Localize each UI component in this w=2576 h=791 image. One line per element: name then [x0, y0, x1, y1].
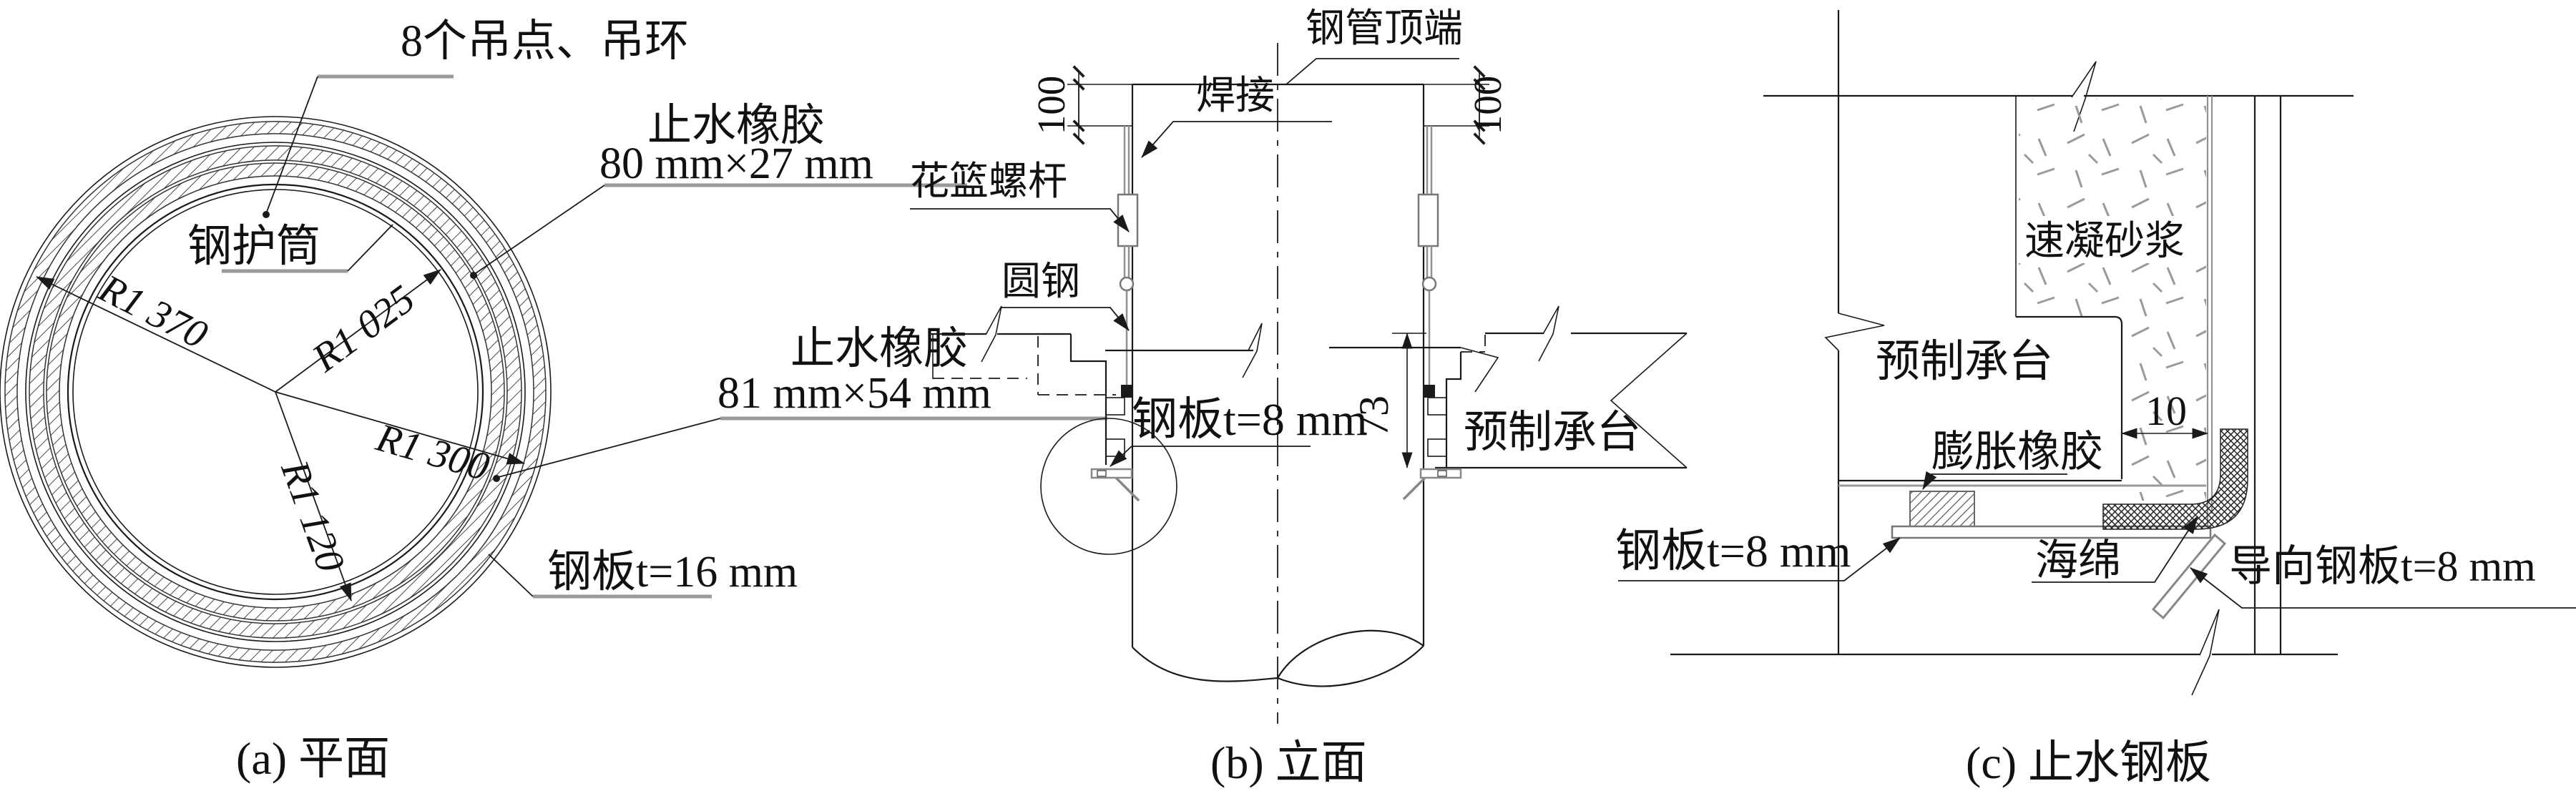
radius-line-r1120	[275, 391, 352, 601]
radius-label-r1025: R1 025	[304, 277, 423, 381]
dim-10-text: 10	[2145, 388, 2187, 434]
expansion-rubber-block	[1909, 491, 1975, 528]
rubber1-name-label: 止水橡胶	[647, 102, 825, 150]
panel-b-elevation: 100 100 钢管顶端 焊接 花篮螺杆 圆钢	[910, 6, 1688, 788]
pipe-top-leader	[1285, 58, 1459, 85]
turnbuckle-right	[1417, 126, 1439, 385]
corner-plate-right-sq	[1437, 470, 1447, 477]
guide-plate-label: 导向钢板t=8 mm	[2229, 543, 2536, 590]
pipe-top-label: 钢管顶端	[1306, 6, 1463, 50]
mortar-label-bg	[2019, 216, 2209, 263]
cap-right-edge-break	[1610, 333, 1688, 468]
lift-points-leader	[266, 76, 318, 212]
cap-right-break	[1538, 305, 1559, 362]
lift-points-label: 8个吊点、吊环	[401, 17, 689, 66]
rubber1-size-label: 80 mm×27 mm	[599, 139, 873, 188]
corner-plate-left-sq	[1097, 470, 1107, 477]
guide-plate-leader	[2190, 567, 2576, 609]
sponge-leader	[2032, 516, 2198, 583]
corner-plate-left-diag	[1115, 476, 1140, 502]
plate16-label: 钢板t=16 mm	[547, 548, 798, 596]
rubber2-name-label: 止水橡胶	[790, 325, 968, 373]
plate16-leader	[488, 554, 534, 597]
cap-right-tooth-1	[1427, 397, 1447, 416]
plate8-leader-b	[1110, 446, 1311, 467]
weld-leader	[1141, 121, 1332, 158]
cap-left-break	[981, 305, 1002, 363]
dim-73-text: 73	[1351, 396, 1397, 437]
cap-inner-break-right	[1460, 347, 1499, 393]
mortar-speckles	[2019, 99, 2206, 501]
detail-circle	[1040, 418, 1177, 555]
cap-left-face	[1069, 334, 1107, 465]
dim-100-left-text: 100	[1029, 76, 1073, 135]
radius-line-r1300	[275, 391, 526, 465]
plate8-label-b: 钢板t=8 mm	[1132, 394, 1367, 445]
radius-line-r1370	[36, 276, 276, 393]
rubber2-leader	[498, 418, 721, 478]
casing-label: 钢护筒	[187, 222, 320, 271]
rubber-ring-80x27	[46, 162, 505, 622]
radius-label-r1120: R1 120	[272, 454, 353, 578]
turnbuckle-leader	[910, 208, 1130, 232]
radius-label-r1370: R1 370	[92, 266, 215, 358]
cap-left-tooth-1	[1105, 397, 1125, 416]
rod-anchor-left	[1121, 385, 1132, 398]
guide-plate	[2151, 533, 2227, 620]
corner-plate-right-diag	[1402, 476, 1426, 501]
casing-circle-outer	[67, 183, 484, 601]
precast-cap-label-c: 预制承台	[1876, 338, 2053, 386]
panel-c-detail: 速凝砂浆 预制承台 膨胀橡胶 10 钢板t=8 mm	[1615, 10, 2576, 788]
caption-a: (a) 平面	[236, 733, 390, 784]
sponge-L	[2102, 428, 2248, 530]
lift-points-leader-dot	[263, 211, 270, 218]
round-steel-leader	[1001, 307, 1130, 331]
dim-100-right-text: 100	[1466, 76, 1509, 135]
sponge-label: 海绵	[2035, 537, 2121, 584]
outer-outline-circle	[0, 116, 552, 668]
mortar-label: 速凝砂浆	[2024, 220, 2185, 264]
round-steel-label: 圆钢	[1001, 260, 1080, 303]
mortar-pocket-bottom	[2016, 315, 2123, 479]
cap-inner-break-left	[1242, 323, 1263, 378]
rod-anchor-right	[1424, 385, 1435, 398]
weld-label: 焊接	[1196, 74, 1275, 117]
plate8-label-c: 钢板t=8 mm	[1615, 526, 1851, 576]
c-bottom-break	[2191, 609, 2220, 696]
steel-plate-ring	[4, 121, 547, 663]
rubber1-leader	[475, 185, 605, 274]
radius-line-r1025	[275, 269, 441, 393]
panel-a-plan: R1 370 R1 025 R1 300 R1 120 8个吊点、吊环 止水橡胶…	[0, 17, 1107, 784]
pipe-bottom-break	[1132, 629, 1424, 687]
turnbuckle-left	[1117, 126, 1139, 385]
radius-label-r1300: R1 300	[371, 416, 494, 490]
precast-cap-label-b: 预制承台	[1464, 408, 1641, 457]
cap-left-tooth-2	[1105, 438, 1125, 457]
rubber-ring-81x54	[29, 145, 522, 639]
rubber1-leader-dot	[470, 272, 477, 279]
rubber2-leader-dot	[493, 475, 500, 482]
rubber2-size-label: 81 mm×54 mm	[718, 369, 991, 418]
caption-c: (c) 止水钢板	[1966, 737, 2211, 788]
expansion-rubber-label: 膨胀橡胶	[1931, 428, 2103, 476]
gap-outline-circle	[25, 142, 526, 642]
expansion-rubber-leader	[1922, 471, 2067, 490]
cap-right-face	[1445, 352, 1462, 468]
cap-right-tooth-2	[1427, 438, 1447, 457]
casing-leader	[347, 224, 393, 272]
turnbuckle-label: 花篮螺杆	[910, 159, 1067, 203]
caption-b: (b) 立面	[1210, 737, 1367, 788]
c-left-wall-break	[1824, 313, 1885, 351]
plate8-leader-c	[1618, 537, 1901, 581]
